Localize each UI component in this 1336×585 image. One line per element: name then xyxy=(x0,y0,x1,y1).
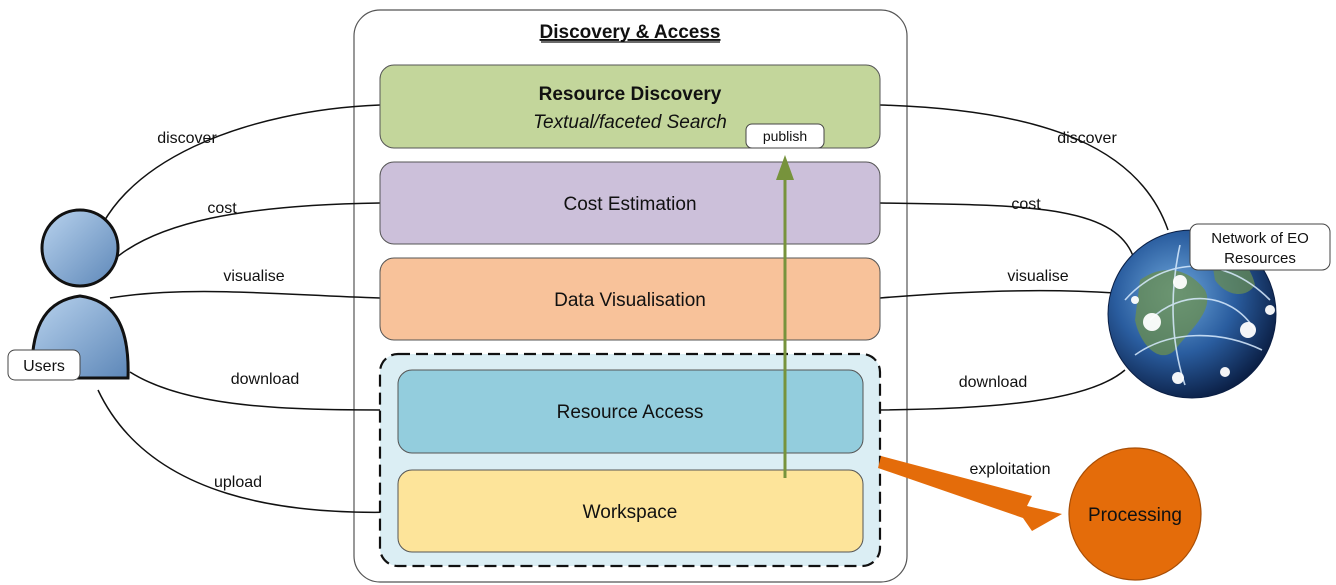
edge-user-upload xyxy=(97,389,399,514)
cost-estimation-title: Cost Estimation xyxy=(563,194,696,215)
edge-network-download xyxy=(861,369,1126,411)
processing-label: Processing xyxy=(1088,505,1182,526)
edge-label-network-visualise: visualise xyxy=(1007,268,1068,285)
edge-user-visualise xyxy=(109,290,381,299)
workspace-box xyxy=(397,469,864,553)
edge-label-user-cost: cost xyxy=(207,200,237,217)
publish-arrow xyxy=(776,155,794,478)
edge-label-network-discover: discover xyxy=(1057,130,1117,147)
workspace-title: Workspace xyxy=(583,502,678,523)
data-visualisation-title: Data Visualisation xyxy=(554,290,706,311)
edge-label-user-upload: upload xyxy=(214,474,262,491)
network-label-line2: Resources xyxy=(1224,250,1296,267)
edge-network-cost xyxy=(879,202,1136,263)
user-connections xyxy=(89,104,399,514)
network-label-box xyxy=(1189,223,1331,271)
container-title: Discovery & Access xyxy=(540,22,721,43)
resource-discovery-subtitle: Textual/faceted Search xyxy=(533,112,727,133)
edge-user-cost xyxy=(104,202,381,269)
publish-label: publish xyxy=(763,128,807,144)
users-label: Users xyxy=(23,358,65,375)
exploitation-label: exploitation xyxy=(970,461,1051,478)
edge-label-network-cost: cost xyxy=(1011,196,1041,213)
resource-discovery-title: Resource Discovery xyxy=(539,84,722,105)
processing-node xyxy=(1068,447,1202,581)
network-label-line1: Network of EO xyxy=(1211,230,1309,247)
users-label-box xyxy=(7,349,81,381)
resource-access-box xyxy=(397,369,864,454)
edge-label-user-discover: discover xyxy=(157,130,217,147)
cost-estimation-box xyxy=(379,161,881,245)
resource-access-title: Resource Access xyxy=(557,402,704,423)
publish-label-box xyxy=(745,123,825,149)
exploitation-arrow xyxy=(878,456,1062,531)
edge-label-user-download: download xyxy=(231,371,300,388)
data-visualisation-box xyxy=(379,257,881,341)
edge-user-download xyxy=(129,371,399,411)
edge-network-visualise xyxy=(879,289,1116,299)
edge-label-user-visualise: visualise xyxy=(223,268,284,285)
edge-network-discover xyxy=(879,104,1169,231)
network-globe-icon xyxy=(1107,229,1277,399)
edge-label-network-download: download xyxy=(959,374,1028,391)
network-connections xyxy=(861,104,1169,411)
edge-user-discover xyxy=(89,104,381,259)
